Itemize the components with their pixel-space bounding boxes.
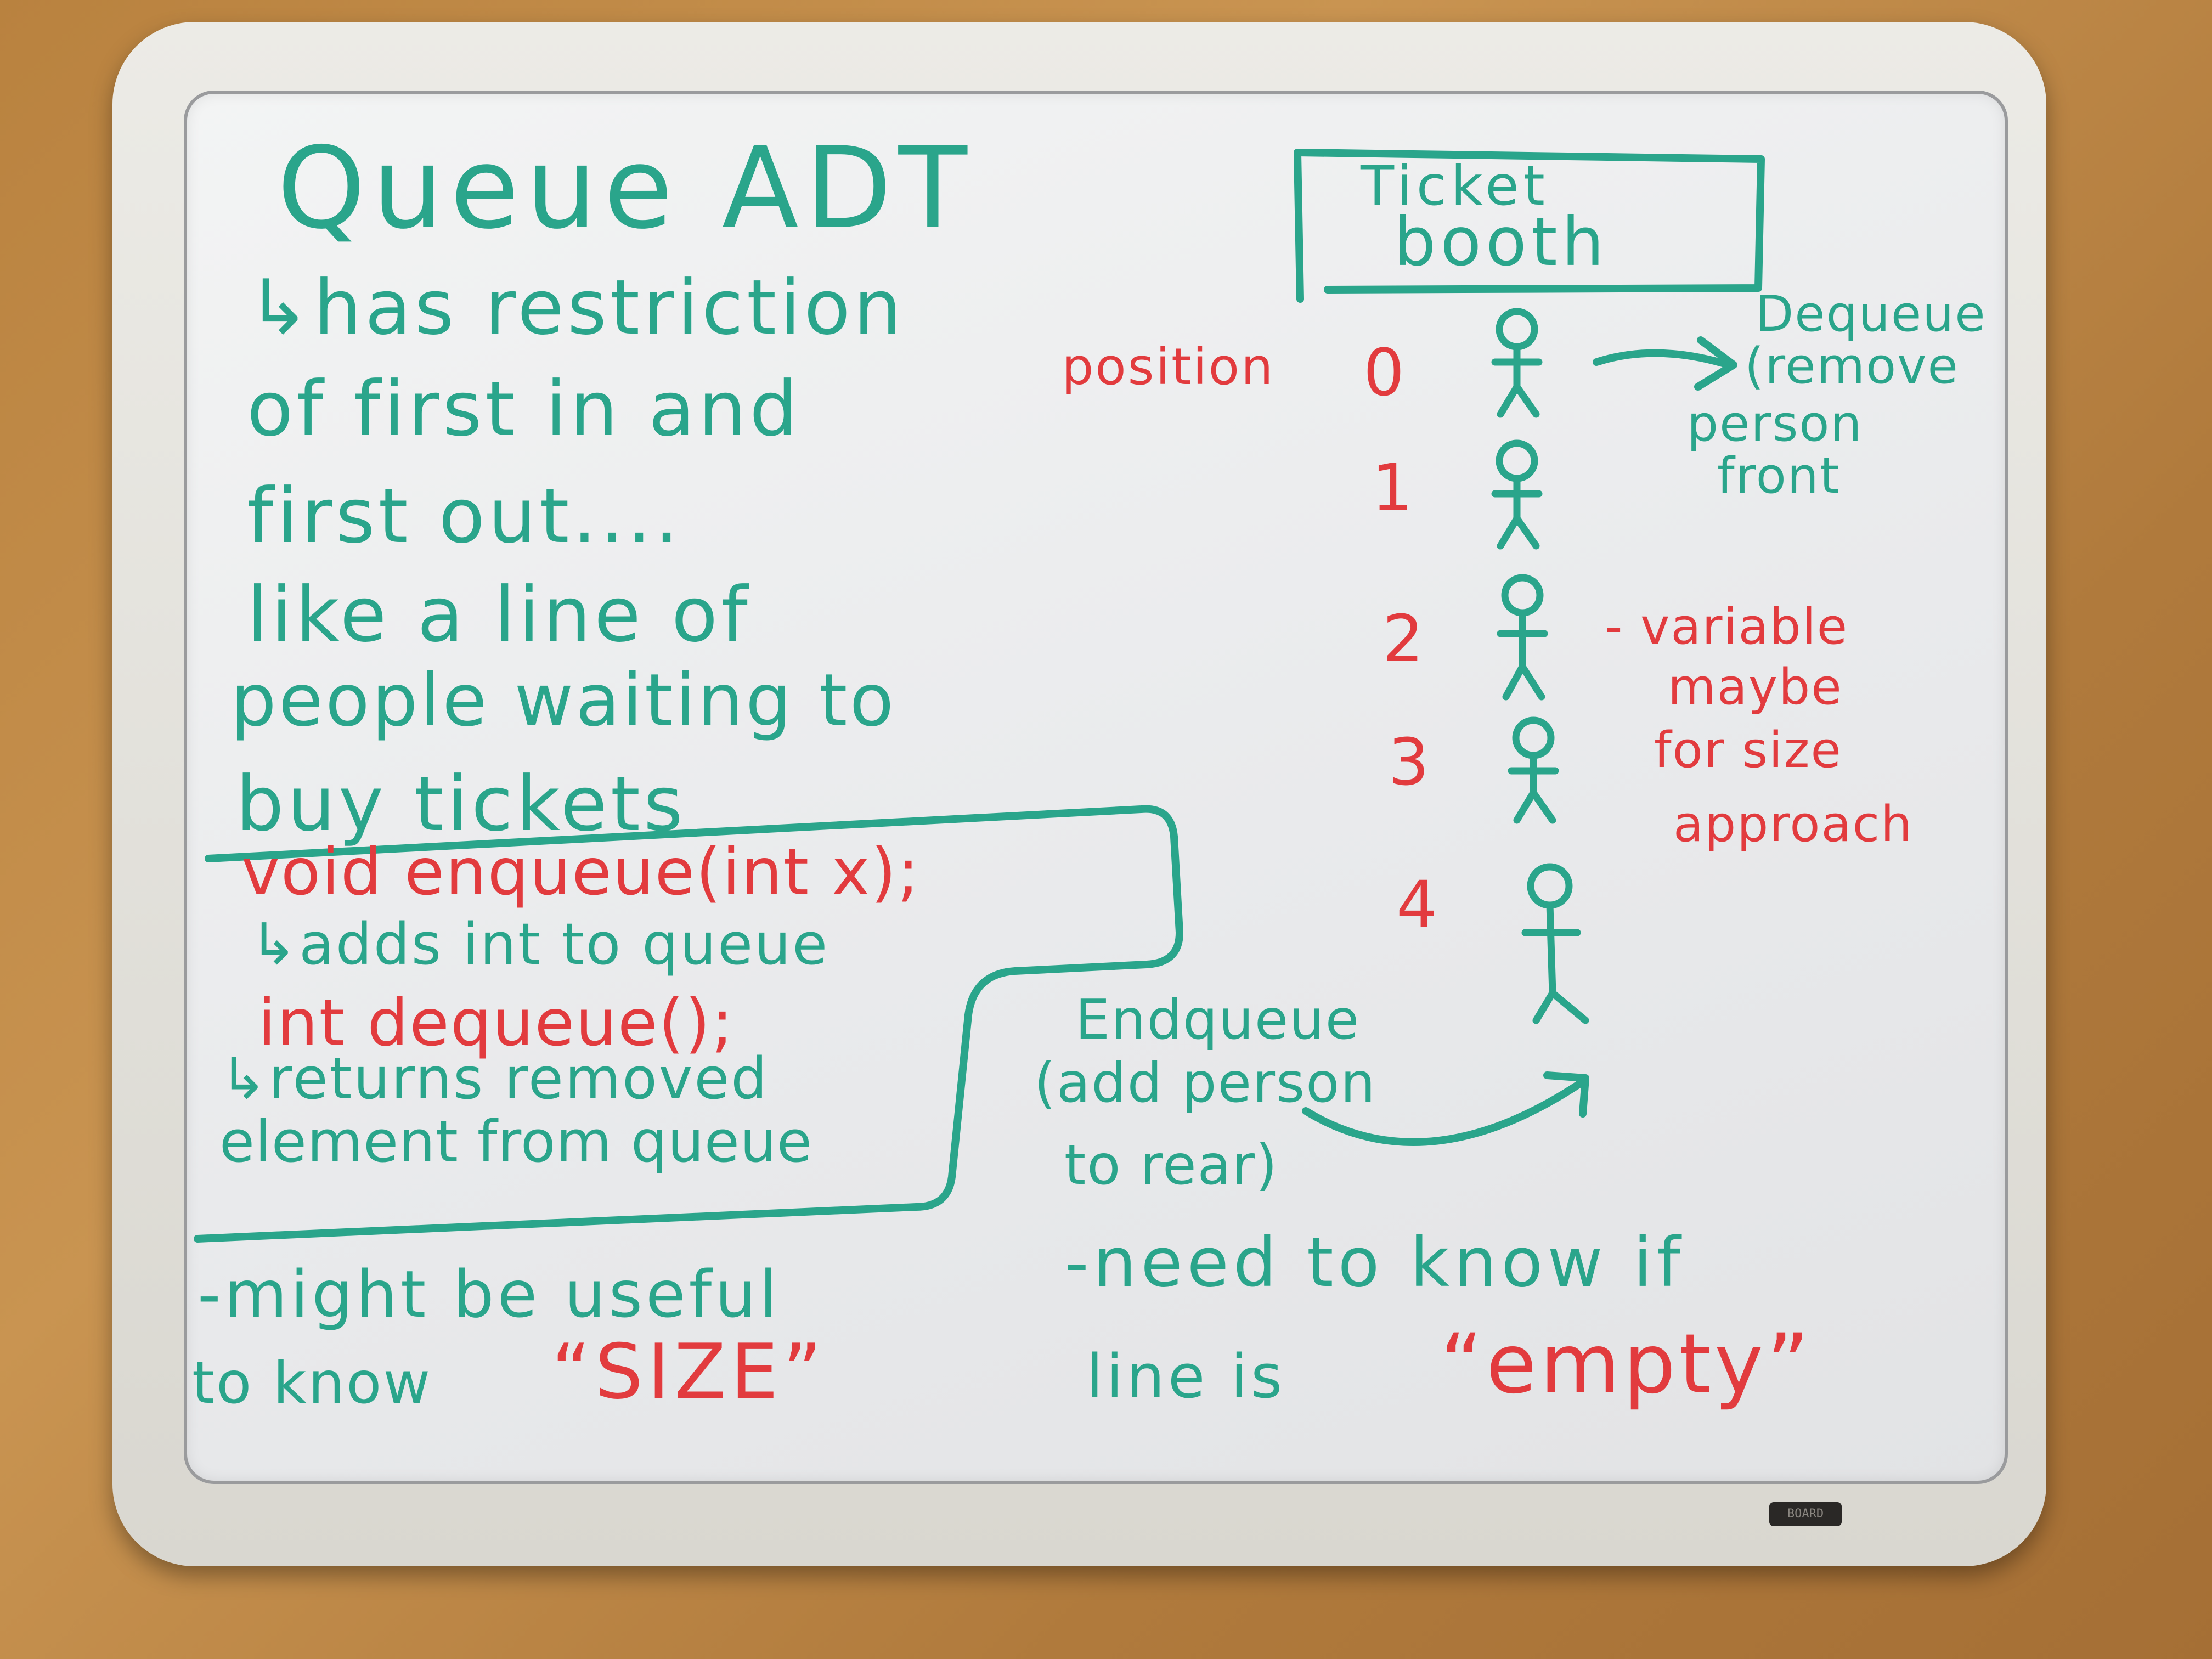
- booth-label: booth: [1393, 203, 1609, 281]
- position-label: position: [1062, 337, 1275, 396]
- person-1: [1491, 439, 1543, 550]
- dequeue-note: (remove: [1745, 337, 1959, 395]
- size-note-line: -might be useful: [198, 1256, 781, 1332]
- dequeue-note: front: [1717, 447, 1841, 505]
- dequeue-description: ↳returns removed: [219, 1045, 769, 1112]
- position-index: 2: [1383, 601, 1424, 676]
- position-index: 4: [1396, 867, 1438, 943]
- person-0: [1491, 308, 1543, 418]
- enqueue-description: ↳adds int to queue: [250, 911, 830, 978]
- dequeue-description: element from queue: [219, 1108, 812, 1175]
- definition-line: buy tickets: [236, 760, 686, 848]
- page-title: Queue ADT: [277, 123, 974, 254]
- person-3: [1508, 716, 1559, 824]
- enqueue-signature: void enqueue(int x);: [241, 834, 921, 910]
- whiteboard-surface: [184, 91, 2008, 1484]
- enqueue-arrow: [1302, 1071, 1589, 1146]
- variable-note: for size: [1654, 721, 1842, 779]
- position-index: 1: [1372, 450, 1413, 526]
- variable-note: maybe: [1668, 658, 1843, 716]
- person-2: [1497, 574, 1548, 701]
- dequeue-arrow: [1593, 336, 1737, 391]
- variable-note: approach: [1673, 795, 1914, 853]
- variable-note: - variable: [1605, 598, 1849, 656]
- position-index: 0: [1363, 335, 1405, 410]
- empty-note-line: line is: [1086, 1341, 1286, 1412]
- definition-line: like a line of: [247, 571, 751, 659]
- size-keyword: “SIZE”: [551, 1328, 827, 1416]
- person-4: [1521, 863, 1589, 1024]
- size-note-line: to know: [192, 1350, 432, 1417]
- definition-line: of first in and: [247, 365, 801, 453]
- dequeue-note: Dequeue: [1756, 285, 1987, 343]
- booth-box: [1294, 149, 1765, 303]
- definition-line: first out....: [247, 472, 682, 560]
- dequeue-signature: int dequeue();: [258, 985, 735, 1060]
- definition-line: ↳has restriction: [247, 263, 905, 352]
- position-index: 3: [1388, 724, 1430, 800]
- operations-box: [194, 805, 1183, 1243]
- enqueue-note: (add person: [1034, 1051, 1376, 1115]
- brand-label: BOARD: [1769, 1502, 1842, 1526]
- queue-people: [1491, 308, 1589, 1024]
- enqueue-note: Endqueue: [1075, 988, 1361, 1052]
- booth-label: Ticket: [1361, 154, 1549, 218]
- empty-note-line: -need to know if: [1064, 1223, 1685, 1302]
- enqueue-note: to rear): [1064, 1133, 1279, 1197]
- empty-keyword: “empty”: [1440, 1317, 1813, 1412]
- dequeue-note: person: [1687, 395, 1863, 453]
- definition-line: people waiting to: [230, 658, 896, 743]
